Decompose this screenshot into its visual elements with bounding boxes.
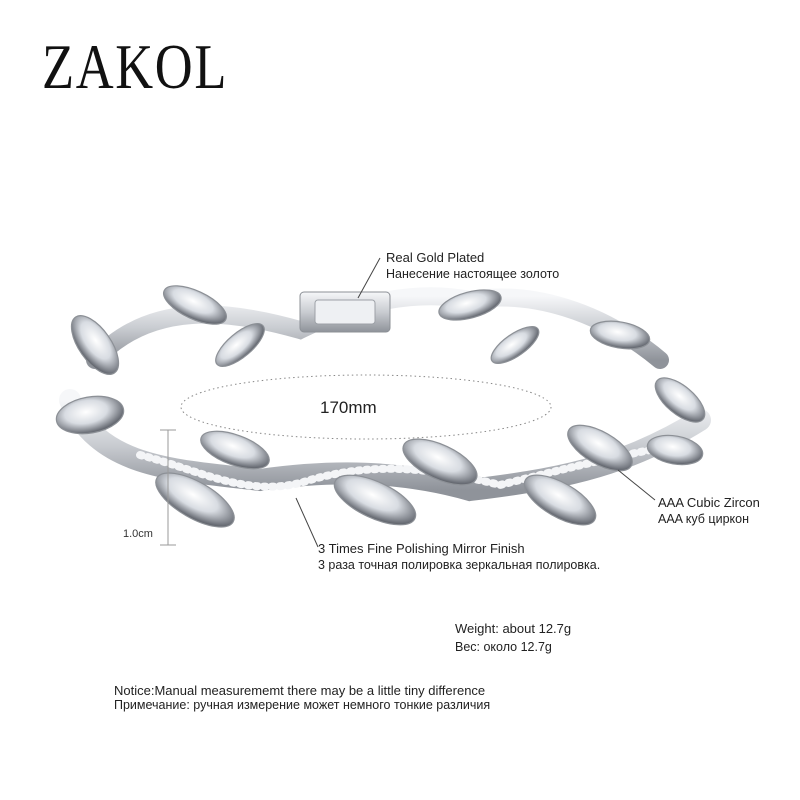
polish-label-en: 3 Times Fine Polishing Mirror Finish <box>318 541 525 556</box>
polish-label-ru: 3 раза точная полировка зеркальная полир… <box>318 558 601 572</box>
zircon-label-en: AAA Cubic Zircon <box>658 495 760 510</box>
plating-label-en: Real Gold Plated <box>386 250 485 265</box>
zircon-label-ru: AAA куб циркон <box>658 512 749 526</box>
notice-text-ru: Примечание: ручная измерение может немно… <box>114 698 491 712</box>
notice-text-en: Notice:Manual measurememt there may be a… <box>114 683 486 698</box>
length-oval <box>180 374 552 440</box>
length-label: 170mm <box>320 398 377 417</box>
weight-label: Weight: about 12.7g Вес: около 12.7g <box>455 620 571 656</box>
notice-text: Notice:Manual measurememt there may be a… <box>114 683 490 713</box>
plating-label: Real Gold Plated Нанесение настоящее зол… <box>386 250 559 282</box>
polish-label: 3 Times Fine Polishing Mirror Finish 3 р… <box>318 541 600 573</box>
weight-label-en: Weight: about 12.7g <box>455 621 572 636</box>
weight-label-ru: Вес: около 12.7g <box>455 640 552 654</box>
plating-label-ru: Нанесение настоящее золото <box>386 267 560 281</box>
width-label: 1.0cm <box>123 528 153 540</box>
zircon-label: AAA Cubic Zircon AAA куб циркон <box>658 495 760 527</box>
brand-logo: ZAKOL <box>42 31 229 102</box>
